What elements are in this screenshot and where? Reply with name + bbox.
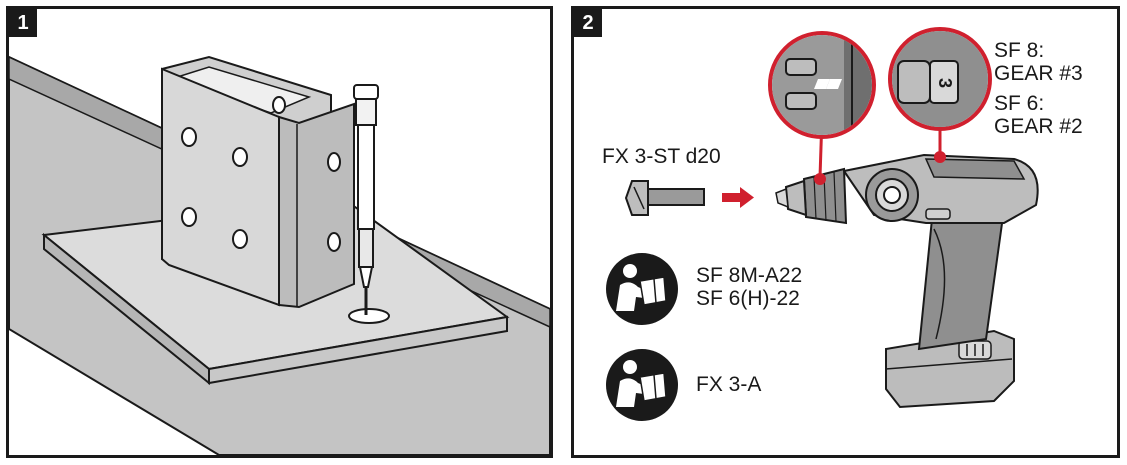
sf8-gear-label: GEAR #3 [994, 62, 1083, 85]
manual-reader-icon [606, 349, 678, 421]
manual-reader-icon [606, 253, 678, 325]
drill-icon [775, 151, 1039, 409]
step-number-badge: 1 [9, 9, 37, 37]
sf6-gear-label: GEAR #2 [994, 115, 1083, 138]
sf8-label: SF 8: [994, 39, 1045, 62]
drill-hole [348, 308, 390, 324]
gear-dial-callout-icon: 3 [888, 27, 992, 155]
step-number-badge: 2 [574, 9, 602, 37]
magnify-callout-icon [768, 31, 876, 178]
manual-reference-line1: SF 8M-A22 [696, 264, 803, 287]
bit-label: FX 3-ST d20 [602, 145, 721, 168]
arrow-right-icon [722, 187, 754, 208]
base-plate-front [208, 315, 508, 385]
step-2-panel: 2 [571, 6, 1120, 458]
drill-illustration: 3 [606, 27, 1039, 421]
post-base-illustration [9, 55, 550, 455]
manual-reference-fx: FX 3-A [696, 373, 762, 396]
sf6-label: SF 6: [994, 92, 1045, 115]
forstner-bit-icon [624, 180, 705, 216]
manual-reference-line2: SF 6(H)-22 [696, 287, 800, 310]
gear-dial-number: 3 [935, 78, 955, 88]
marking-pen-icon [353, 84, 379, 315]
step-1-panel: 1 [6, 6, 553, 458]
post-bracket-right-face [278, 102, 355, 309]
